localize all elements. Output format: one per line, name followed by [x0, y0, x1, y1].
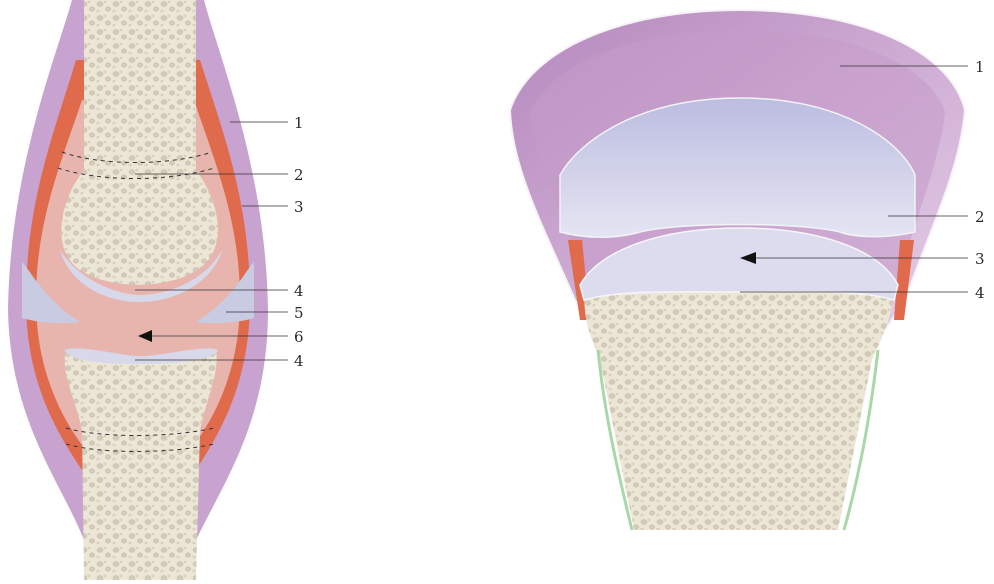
label-5: 5: [294, 304, 304, 322]
label-4-lower: 4: [294, 352, 304, 370]
right-labels: 1 2 3 4: [975, 58, 985, 302]
label-r2: 2: [975, 208, 985, 226]
label-r4: 4: [975, 284, 985, 302]
label-1: 1: [294, 114, 304, 132]
label-4-upper: 4: [294, 282, 304, 300]
label-r3: 3: [975, 250, 985, 268]
right-bone: [584, 270, 893, 530]
label-2: 2: [294, 166, 304, 184]
left-joint: 1 2 3 4 5 6 4: [8, 0, 304, 580]
upper-bone: [61, 0, 218, 285]
label-6: 6: [294, 328, 304, 346]
left-labels: 1 2 3 4 5 6 4: [294, 114, 304, 370]
label-3: 3: [294, 198, 304, 216]
lower-bone: [65, 349, 217, 580]
right-joint: 1 2 3 4: [510, 10, 985, 530]
label-r1: 1: [975, 58, 985, 76]
